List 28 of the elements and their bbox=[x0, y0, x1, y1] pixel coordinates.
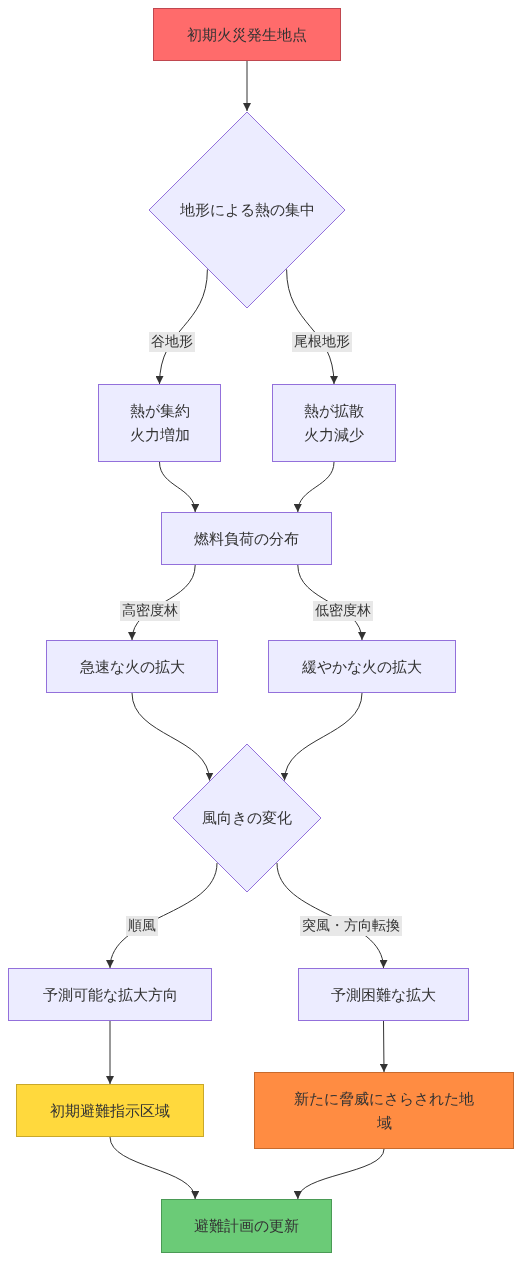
process-box: 予測可能な拡大方向 bbox=[8, 968, 212, 1021]
arrow bbox=[159, 461, 199, 513]
process-box: 急速な火の拡大 bbox=[46, 640, 218, 693]
arrow bbox=[243, 60, 251, 112]
arrow bbox=[106, 1020, 114, 1085]
edge-label: 高密度林 bbox=[120, 600, 181, 621]
arrow bbox=[131, 692, 213, 781]
process-box: 新たに脅威にさらされた地域 bbox=[254, 1072, 514, 1149]
process-box: 予測困難な拡大 bbox=[298, 968, 469, 1021]
arrow bbox=[294, 461, 335, 513]
process-box: 熱が拡散火力減少 bbox=[272, 384, 396, 462]
process-box: 初期火災発生地点 bbox=[153, 8, 341, 61]
process-box: 初期避難指示区域 bbox=[16, 1084, 204, 1137]
arrow bbox=[379, 1020, 388, 1073]
decision-diamond: 地形による熱の集中 bbox=[148, 111, 346, 309]
arrow bbox=[109, 1136, 198, 1200]
process-box: 避難計画の更新 bbox=[161, 1199, 332, 1253]
edge-label: 低密度林 bbox=[313, 600, 374, 621]
process-box: 熱が集約火力増加 bbox=[98, 384, 221, 462]
arrow bbox=[296, 1148, 385, 1200]
edge-label: 突風・方向転換 bbox=[300, 916, 403, 937]
arrow bbox=[281, 692, 363, 781]
edge-label: 谷地形 bbox=[148, 331, 195, 352]
decision-diamond: 風向きの変化 bbox=[172, 743, 322, 893]
edge-label: 順風 bbox=[126, 916, 159, 937]
process-box: 燃料負荷の分布 bbox=[161, 512, 332, 565]
edge-label: 尾根地形 bbox=[291, 331, 352, 352]
process-box: 緩やかな火の拡大 bbox=[268, 640, 456, 693]
